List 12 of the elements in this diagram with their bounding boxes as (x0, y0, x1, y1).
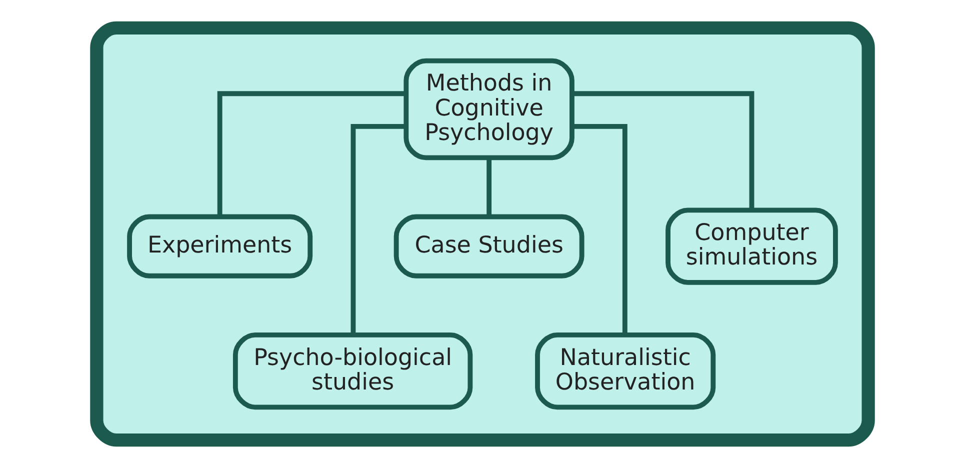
node-box: Case Studies (394, 214, 584, 278)
node-box: Naturalistic Observation (535, 332, 716, 410)
cluster (90, 21, 875, 447)
node-box: Computer simulations (666, 208, 838, 285)
node-box: Experiments (127, 214, 313, 278)
connector (217, 91, 406, 216)
node-box: Methods in Cognitive Psychology (404, 58, 574, 160)
connector (572, 124, 628, 334)
connector (350, 124, 406, 334)
connector (486, 158, 492, 216)
connector (572, 91, 754, 210)
node-box: Psycho-biological studies (232, 332, 473, 410)
